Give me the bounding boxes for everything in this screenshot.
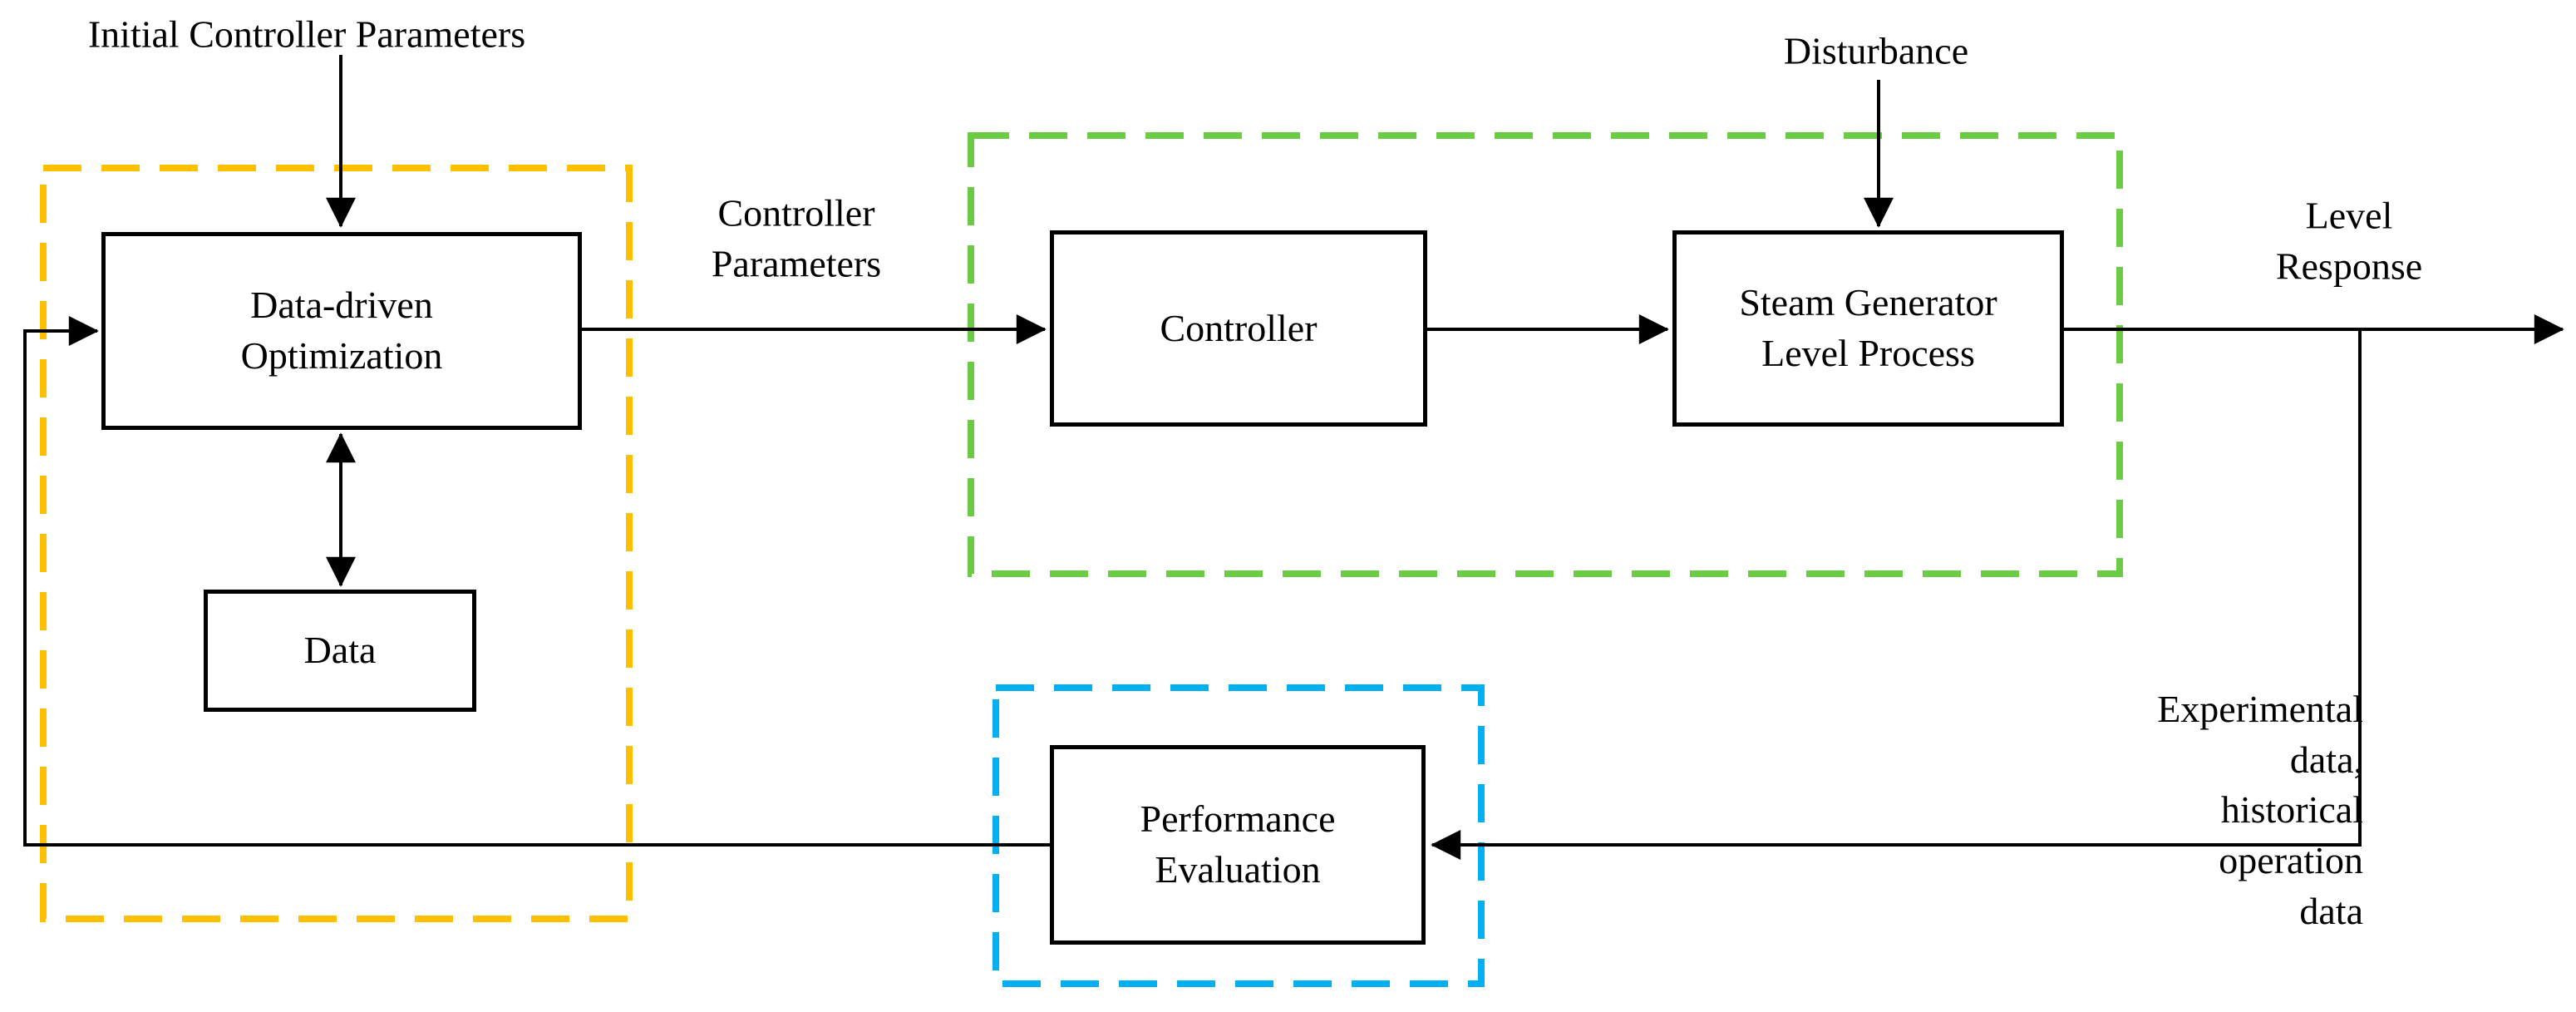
steam-generator-level-process-box: Steam Generator Level Process bbox=[1672, 230, 2064, 427]
optimization-group-frame bbox=[40, 165, 633, 922]
data-driven-optimization-label: Data-driven Optimization bbox=[240, 284, 443, 377]
data-label: Data bbox=[303, 629, 377, 672]
controller-label: Controller bbox=[1160, 306, 1318, 349]
feedback-line-to-optimization bbox=[23, 316, 1050, 847]
controller-parameters-label: Controller Parameters bbox=[711, 191, 882, 284]
process-group-frame bbox=[968, 132, 2123, 577]
initial-controller-parameters-label: Initial Controller Parameters bbox=[87, 12, 526, 56]
evaluation-group-frame bbox=[992, 684, 1485, 987]
feedback-data-label: Experimental data, historical operation … bbox=[2157, 688, 2363, 933]
level-response-label: Level Response bbox=[2275, 194, 2423, 287]
disturbance-label: Disturbance bbox=[1783, 29, 1969, 72]
feedback-line-to-performance-evaluation bbox=[1431, 329, 2362, 860]
data-driven-optimization-box: Data-driven Optimization bbox=[101, 232, 582, 430]
data-box: Data bbox=[204, 590, 476, 712]
controller-box: Controller bbox=[1050, 230, 1427, 427]
performance-evaluation-label: Performance Evaluation bbox=[1140, 797, 1336, 891]
performance-evaluation-box: Performance Evaluation bbox=[1050, 745, 1426, 945]
steam-generator-level-process-label: Steam Generator Level Process bbox=[1739, 281, 1997, 374]
